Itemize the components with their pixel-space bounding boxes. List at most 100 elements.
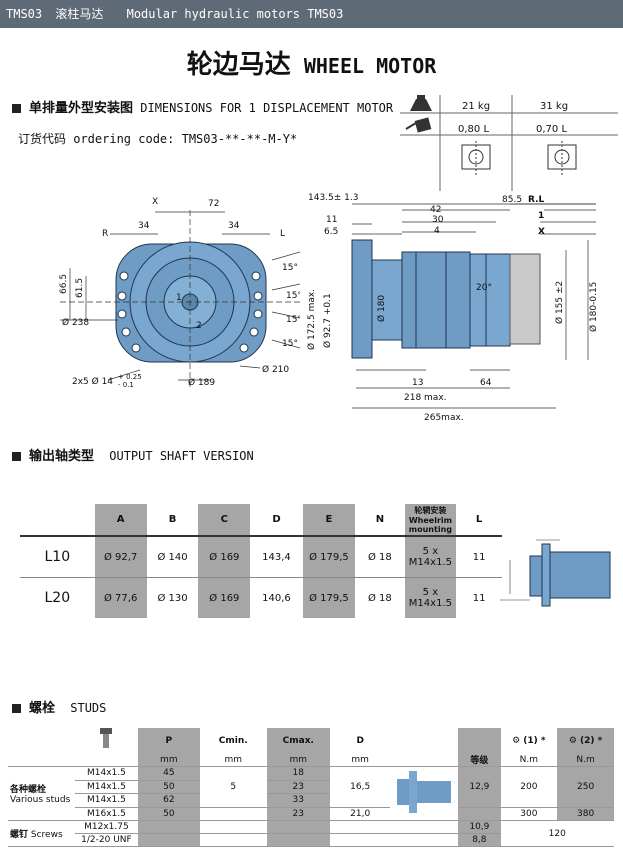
stud-grade: 12,9	[458, 766, 501, 808]
shaft-cell: 11	[472, 592, 486, 604]
port-diagram-icon-2	[547, 141, 577, 177]
dim-34b: 34	[228, 221, 240, 231]
shaft-header-n: N	[375, 514, 385, 525]
shaft-header-l: L	[475, 514, 483, 525]
title-cn: 轮边马达	[186, 50, 291, 80]
shaft-cell: 5 x M14x1.5	[404, 536, 457, 578]
stud-d: 21,0	[329, 807, 391, 821]
stud-cmax: 23	[266, 780, 330, 794]
screws-label: 螺钉 Screws	[8, 820, 76, 847]
shaft-cell: Ø 18	[367, 592, 392, 604]
angle-15c: 15°	[286, 315, 300, 325]
unit-p: mm	[137, 753, 200, 767]
shaft-cell: Ø 169	[198, 577, 251, 618]
section-output-shaft: 输出轴类型 OUTPUT SHAFT VERSION	[12, 445, 254, 464]
stud-cmax: 33	[266, 793, 330, 808]
stud-p: 45	[137, 766, 200, 781]
screw-row: 1/2-20 UNF 8,8	[8, 833, 614, 847]
screw-grade: 10,9	[458, 820, 501, 834]
shaft-header-b: B	[168, 514, 177, 525]
stud-cmin: 5	[199, 766, 267, 808]
angle-20: 20°	[476, 283, 492, 293]
header-cn: 滚柱马达	[55, 7, 104, 21]
dim-238: Ø 238	[62, 317, 89, 328]
section-studs: 螺栓 STUDS	[12, 697, 106, 716]
dim-tol-dn: - 0.1	[118, 381, 134, 389]
dim-30: 30	[432, 215, 444, 225]
shaft-cell: 5 x M14x1.5	[404, 577, 457, 618]
shaft-cell: Ø 92,7	[94, 536, 147, 578]
weight-2: 31 kg	[540, 101, 569, 112]
screw-thread: M12x1.75	[75, 820, 138, 834]
group2-en: Screws	[30, 830, 63, 840]
unit-cmin: mm	[199, 753, 267, 767]
shaft-table: A B C D E N 轮辋安装 Wheelrim mounting L L10…	[20, 504, 502, 618]
stud-t1: 200	[500, 766, 558, 808]
studs-header-t1: ⚙ (1) *	[501, 728, 558, 753]
page-title: 轮边马达 WHEEL MOTOR	[0, 44, 623, 81]
dim-210: Ø 210	[262, 364, 289, 375]
port-1-label: 1	[176, 293, 182, 303]
ordering-label: 订货代码 ordering code:	[18, 132, 175, 146]
ordering-value: TMS03-**-**-M-Y*	[181, 132, 298, 146]
port-2-label: 2	[196, 321, 202, 331]
shaft-header-d: D	[272, 514, 281, 525]
shaft-cell: Ø 169	[198, 536, 251, 578]
unit-t1: N.m	[500, 753, 558, 767]
side-view-drawing: 143.5± 1.3 11 6.5 42 30 4 85.5 R.L 1 X 2…	[306, 193, 599, 423]
weight-icon	[410, 95, 432, 111]
screw-thread: 1/2-20 UNF	[75, 833, 138, 847]
screw-torque: 120	[500, 820, 614, 847]
dim-4: 4	[434, 226, 440, 236]
dim-6-5: 6.5	[324, 227, 338, 237]
dim-180: Ø 180	[376, 295, 387, 322]
dim-265: 265max.	[424, 413, 464, 423]
shaft-cell: 140,6	[262, 592, 291, 604]
stud-cmax: 23	[266, 807, 330, 821]
header-en: Modular hydraulic motors TMS03	[126, 7, 344, 21]
angle-15a: 15°	[282, 263, 298, 273]
section3-cn: 螺栓	[29, 701, 56, 716]
shaft-cell: Ø 179,5	[302, 536, 356, 578]
section2-en: OUTPUT SHAFT VERSION	[109, 449, 254, 463]
wrench-icon-1: ⚙	[512, 735, 521, 746]
shaft-header-c: C	[198, 504, 251, 536]
dim-155: Ø 155 ±2	[554, 281, 565, 324]
stud-thread: M14x1.5	[75, 780, 138, 794]
studs-header-d: D	[356, 735, 364, 746]
torque-2-label: (2) *	[580, 735, 603, 746]
oil-2: 0,70 L	[536, 124, 568, 135]
shaft-cell: Ø 77,6	[94, 577, 147, 618]
studs-header-cmin: Cmin.	[218, 735, 248, 746]
stud-diagram	[390, 766, 459, 821]
stud-p: 50	[137, 807, 200, 821]
section-bullet-3	[12, 704, 21, 713]
shaft-row-l10: L10 Ø 92,7 Ø 140 Ø 169 143,4 Ø 179,5 Ø 1…	[20, 536, 502, 578]
stud-icon	[75, 728, 138, 753]
group2-cn: 螺钉	[10, 830, 29, 840]
stud-row: M14x1.5 50 23	[8, 780, 614, 794]
dim-92-7: Ø 92.7 +0.1	[322, 293, 333, 348]
dim-66-5: 66.5	[59, 274, 69, 294]
dim-13: 13	[412, 378, 423, 388]
angle-15d: 15°	[282, 339, 298, 349]
dim-172-5: Ø 172.5 max.	[306, 289, 317, 350]
dim-189: Ø 189	[188, 377, 215, 388]
stud-row: M16x1.5 50 23 21,0 300 380	[8, 807, 614, 821]
stud-thread: M16x1.5	[75, 807, 138, 821]
ordering-code: 订货代码 ordering code: TMS03-**-**-M-Y*	[18, 130, 297, 147]
dim-218: 218 max.	[404, 393, 447, 403]
dim-64: 64	[480, 378, 492, 388]
label-x: X	[152, 197, 158, 207]
stud-cmax: 18	[266, 766, 330, 781]
dim-holes: 2x5 Ø 14	[72, 376, 113, 387]
torque-1-label: (1) *	[523, 735, 546, 746]
dim-tol-up: + 0.25	[118, 373, 142, 381]
section-dimensions: 单排量外型安装图 DIMENSIONS FOR 1 DISPLACEMENT M…	[12, 97, 393, 116]
oil-can-icon	[405, 117, 432, 133]
dim-85-5: 85.5	[502, 195, 522, 205]
shaft-cell: Ø 18	[367, 551, 392, 563]
section-bullet-2	[12, 452, 21, 461]
port-diagram-icon-1	[461, 141, 491, 177]
